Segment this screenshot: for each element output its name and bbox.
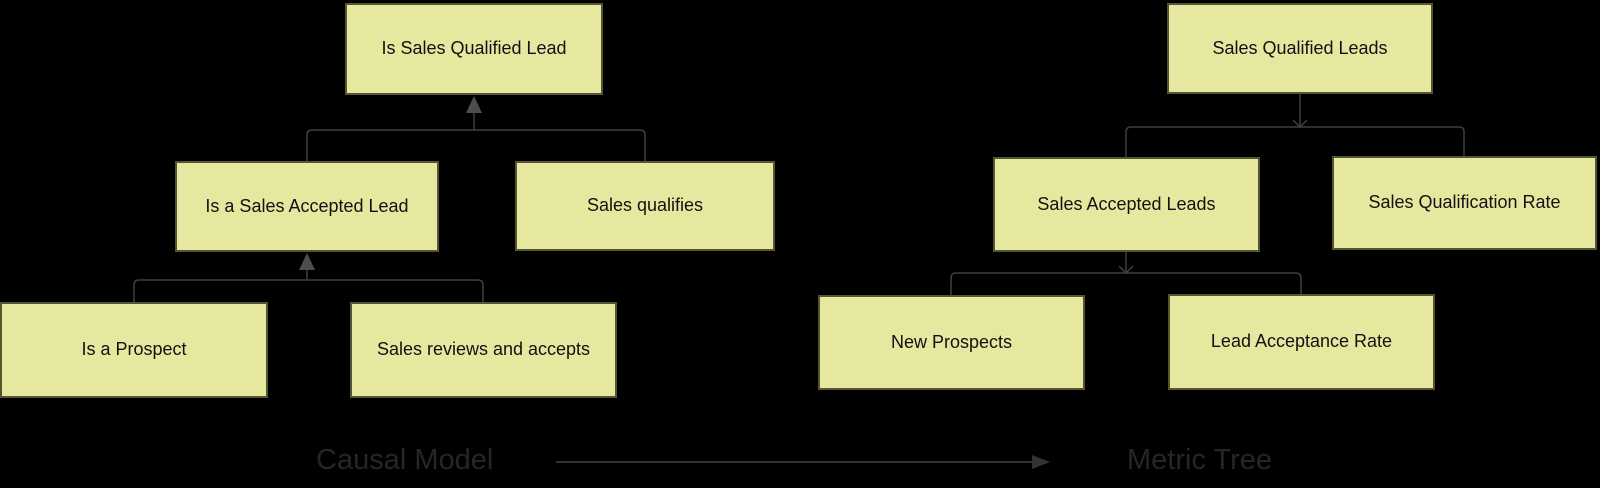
up-arrowhead-icon xyxy=(299,253,315,270)
node-sales-qualification-rate: Sales Qualification Rate xyxy=(1332,156,1597,250)
node-label: Sales reviews and accepts xyxy=(376,339,591,360)
node-label: Sales qualifies xyxy=(586,195,704,216)
node-label: Lead Acceptance Rate xyxy=(1210,331,1393,352)
causal-model-label: Causal Model xyxy=(316,444,494,476)
node-is-a-prospect: Is a Prospect xyxy=(0,302,268,398)
down-caret-icon xyxy=(1292,119,1308,129)
node-label: Sales Qualification Rate xyxy=(1368,192,1561,213)
metric-tree-label: Metric Tree xyxy=(1127,444,1273,476)
node-label: Is a Sales Accepted Lead xyxy=(205,195,409,216)
node-lead-acceptance-rate: Lead Acceptance Rate xyxy=(1168,294,1435,390)
node-sales-reviews-and-accepts: Sales reviews and accepts xyxy=(350,302,617,398)
node-is-sales-qualified-lead: Is Sales Qualified Lead xyxy=(345,3,603,95)
right-arrowhead-icon xyxy=(1032,455,1050,469)
node-new-prospects: New Prospects xyxy=(818,295,1085,390)
node-label: Sales Accepted Leads xyxy=(1037,193,1216,214)
node-sales-qualifies: Sales qualifies xyxy=(515,161,775,251)
node-label: New Prospects xyxy=(890,331,1013,352)
node-sales-accepted-leads: Sales Accepted Leads xyxy=(993,157,1260,252)
node-label: Sales Qualified Leads xyxy=(1212,37,1388,58)
node-label: Is a Prospect xyxy=(81,339,187,360)
transform-arrow xyxy=(556,455,1050,469)
up-arrowhead-icon xyxy=(466,96,482,113)
node-sales-qualified-leads: Sales Qualified Leads xyxy=(1167,3,1433,94)
node-label: Is Sales Qualified Lead xyxy=(381,38,567,59)
node-is-a-sales-accepted-lead: Is a Sales Accepted Lead xyxy=(175,161,439,252)
down-caret-icon xyxy=(1118,265,1134,275)
